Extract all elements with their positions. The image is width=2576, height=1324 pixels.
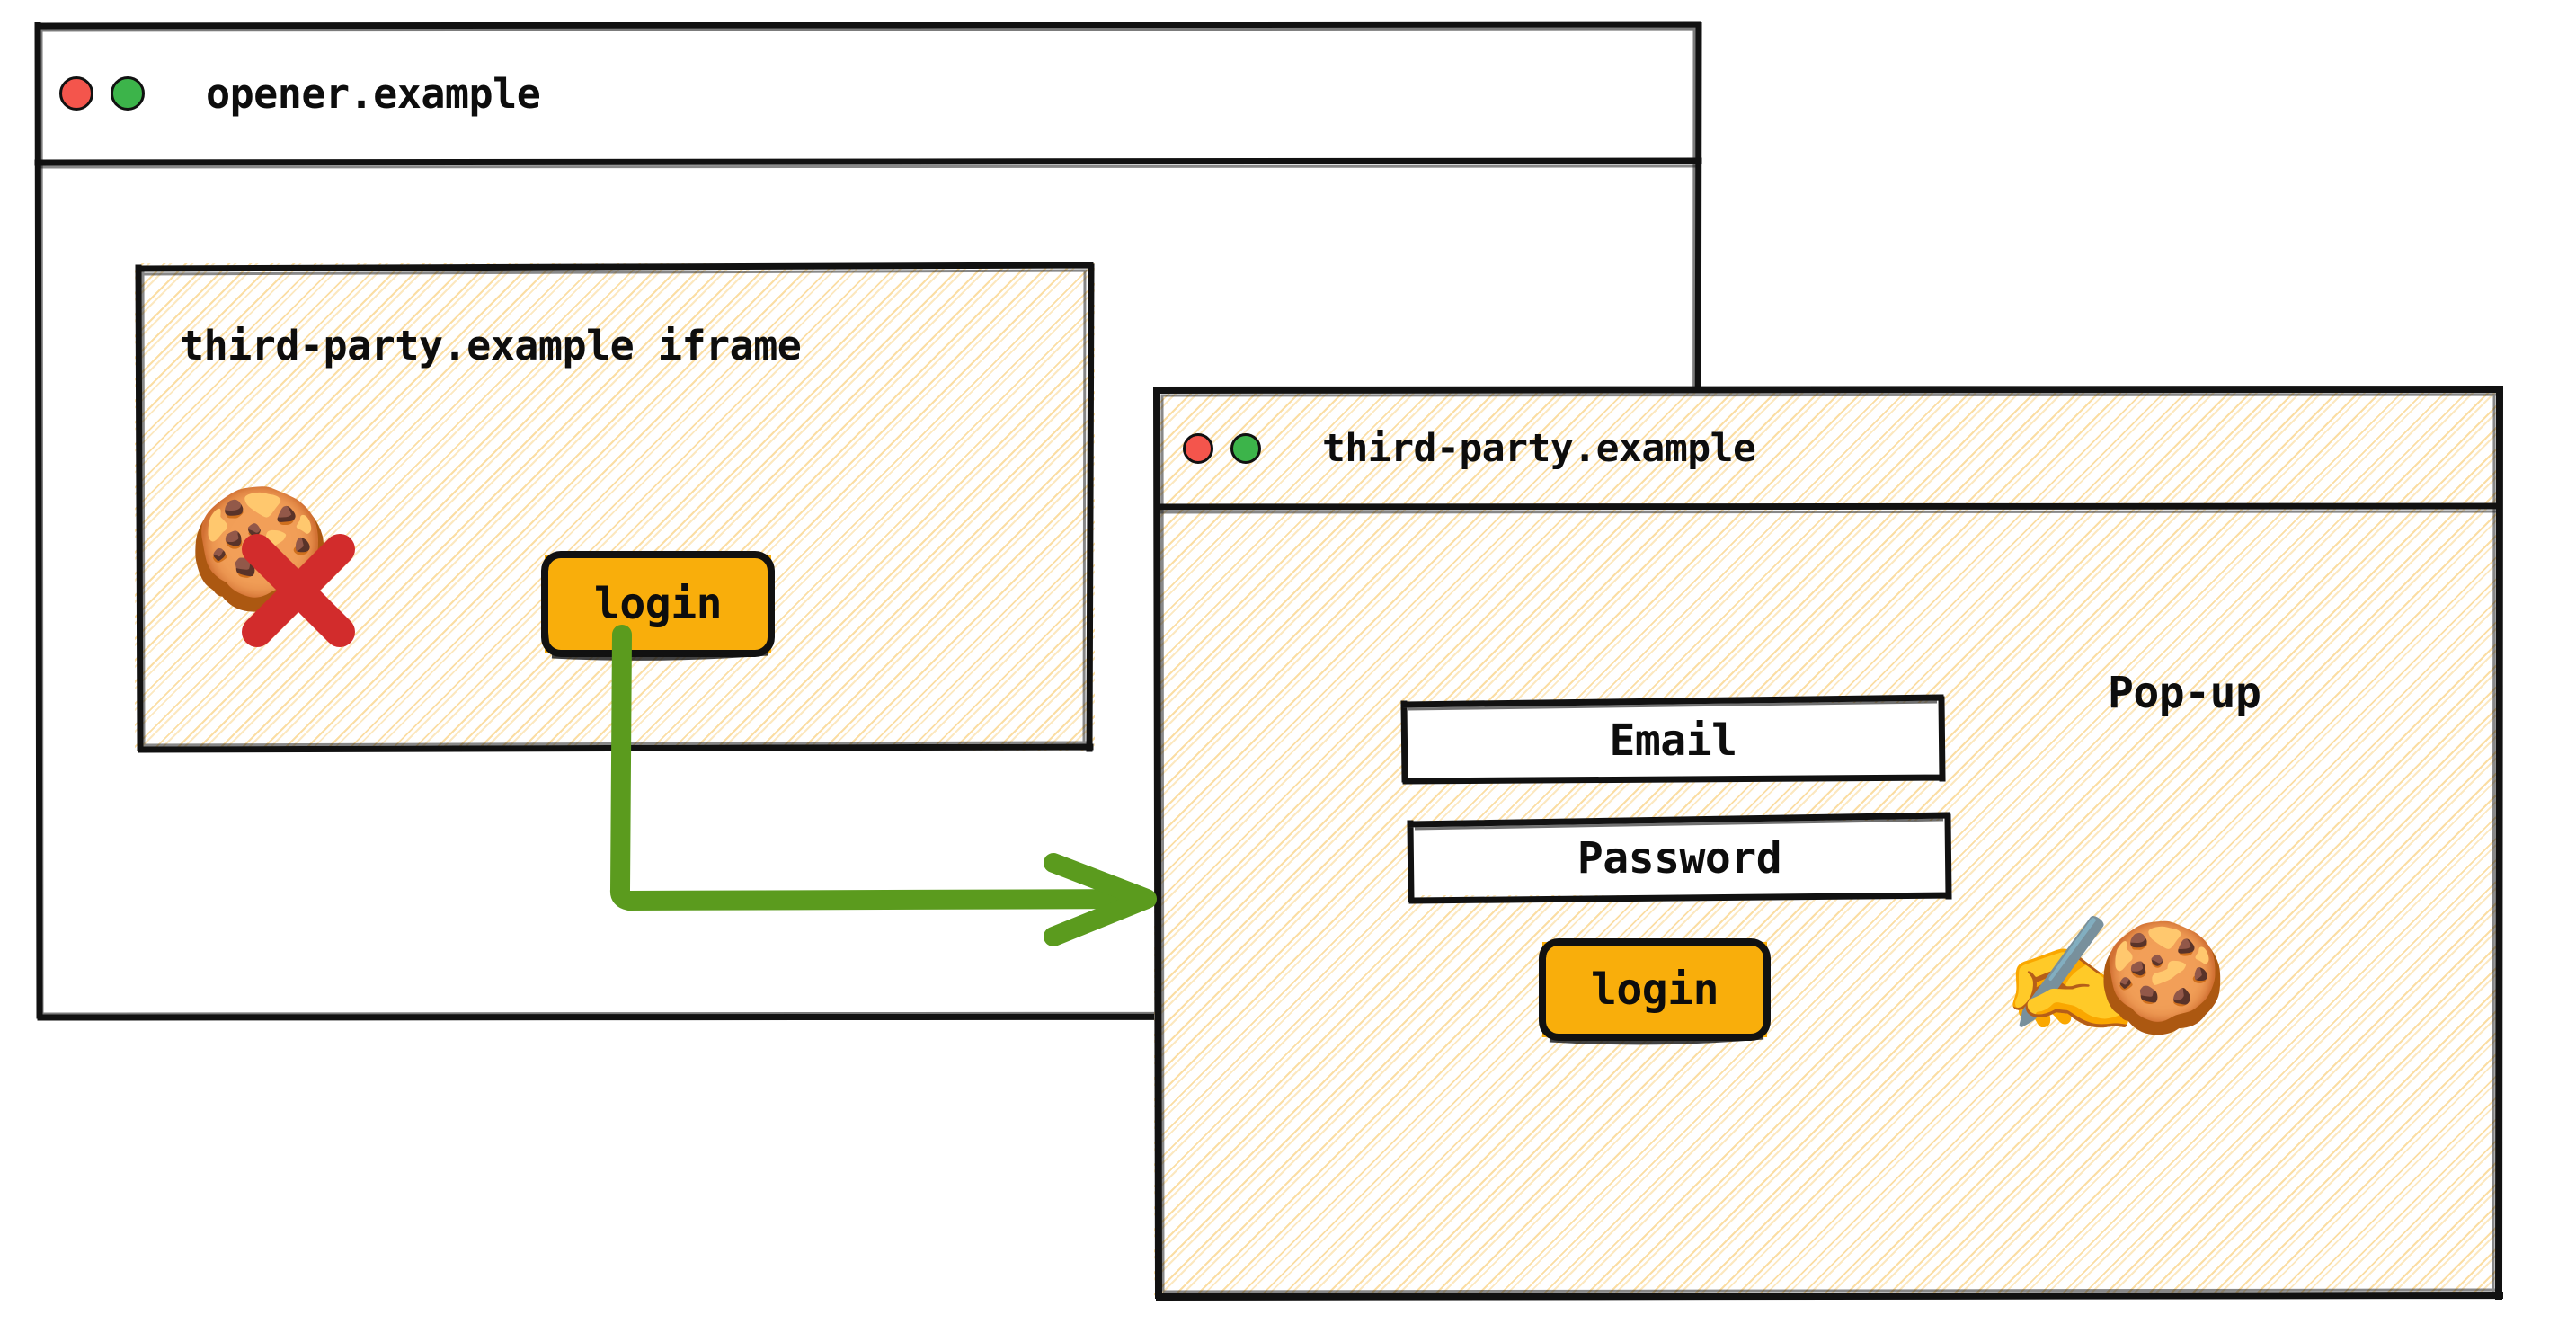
popup-window-title: third-party.example (1322, 425, 1756, 471)
popup-titlebar: third-party.example (1154, 387, 2502, 510)
email-field-label: Email (1609, 715, 1738, 766)
iframe-frame (135, 262, 1095, 753)
popup-traffic-lights (1183, 432, 1261, 464)
popup-window-frame (1152, 385, 2504, 1302)
password-field-label: Password (1577, 832, 1782, 884)
maximize-dot-icon[interactable] (111, 76, 145, 111)
cookie-icon: 🍪 (2096, 915, 2228, 1039)
writing-hand-icon: ✍️ (2001, 909, 2142, 1041)
cross-mark-icon (242, 534, 355, 647)
email-field[interactable]: Email (1400, 694, 1946, 785)
iframe-login-button[interactable]: login (541, 551, 775, 661)
maximize-dot-icon[interactable] (1230, 432, 1261, 464)
opener-traffic-lights (59, 76, 145, 111)
popup-annotation-label: Pop-up (2108, 668, 2261, 718)
popup-login-button[interactable]: login (1539, 938, 1771, 1045)
opener-window-title: opener.example (206, 69, 541, 118)
iframe-title-label: third-party.example iframe (180, 322, 802, 369)
close-dot-icon[interactable] (59, 76, 93, 111)
password-field[interactable]: Password (1407, 812, 1952, 904)
popup-login-button-label: login (1591, 964, 1719, 1015)
opener-titlebar: opener.example (36, 22, 1701, 164)
close-dot-icon[interactable] (1183, 432, 1213, 464)
iframe-login-button-label: login (594, 579, 723, 629)
